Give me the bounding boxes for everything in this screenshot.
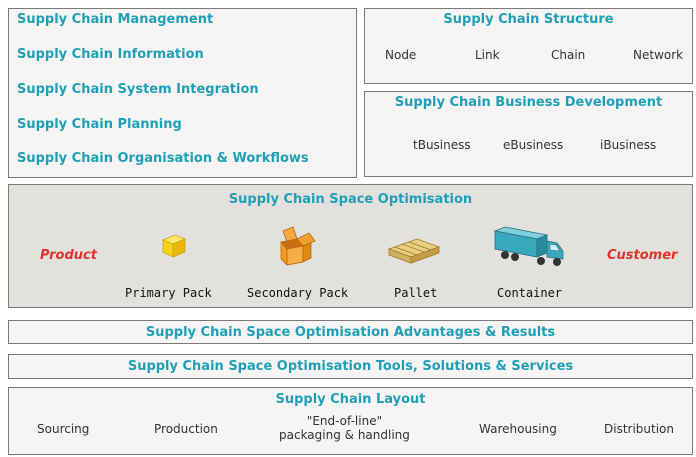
advantages-banner: Supply Chain Space Optimisation Advantag… (8, 320, 693, 344)
open-carton-icon (280, 226, 316, 266)
stage-label-container: Container (497, 286, 563, 300)
customer-label: Customer (607, 248, 678, 263)
advantages-title[interactable]: Supply Chain Space Optimisation Advantag… (145, 325, 556, 340)
layout-title: Supply Chain Layout (275, 392, 426, 407)
stage-label-primary-pack: Primary Pack (125, 286, 212, 300)
management-item[interactable]: Supply Chain Planning (17, 117, 182, 132)
management-item[interactable]: Supply Chain Management (17, 12, 214, 27)
space-optimisation-title: Supply Chain Space Optimisation (228, 192, 473, 207)
stage-label-pallet: Pallet (394, 286, 438, 300)
layout-item-sourcing: Sourcing (37, 422, 90, 436)
layout-item-warehousing: Warehousing (479, 422, 557, 436)
business-item-ibusiness: iBusiness (600, 138, 657, 152)
management-item[interactable]: Supply Chain Information (17, 47, 204, 62)
management-item[interactable]: Supply Chain Organisation & Workflows (17, 151, 309, 166)
tools-banner: Supply Chain Space Optimisation Tools, S… (8, 354, 693, 379)
structure-title: Supply Chain Structure (443, 12, 614, 27)
layout-item-distribution: Distribution (604, 422, 675, 436)
tools-title[interactable]: Supply Chain Space Optimisation Tools, S… (127, 359, 574, 374)
layout-item-production: Production (154, 422, 218, 436)
structure-panel: Supply Chain Structure Node Link Chain N… (364, 8, 693, 84)
layout-item-end-of-line: "End-of-line" packaging & handling (279, 414, 410, 442)
small-box-icon (161, 234, 187, 258)
management-panel: Supply Chain Management Supply Chain Inf… (8, 8, 357, 178)
pallet-icon (387, 238, 441, 264)
business-title: Supply Chain Business Development (394, 95, 663, 110)
product-label: Product (40, 248, 97, 263)
structure-item-network: Network (633, 48, 684, 62)
management-item[interactable]: Supply Chain System Integration (17, 82, 259, 97)
truck-container-icon (493, 226, 564, 266)
structure-item-link: Link (475, 48, 500, 62)
business-panel: Supply Chain Business Development tBusin… (364, 91, 693, 177)
business-item-ebusiness: eBusiness (503, 138, 564, 152)
structure-item-chain: Chain (551, 48, 586, 62)
structure-item-node: Node (385, 48, 417, 62)
stage-label-secondary-pack: Secondary Pack (247, 286, 349, 300)
layout-panel: Supply Chain Layout Sourcing Production … (8, 387, 693, 455)
space-optimisation-panel: Supply Chain Space Optimisation Product … (8, 184, 693, 308)
business-item-tbusiness: tBusiness (413, 138, 471, 152)
